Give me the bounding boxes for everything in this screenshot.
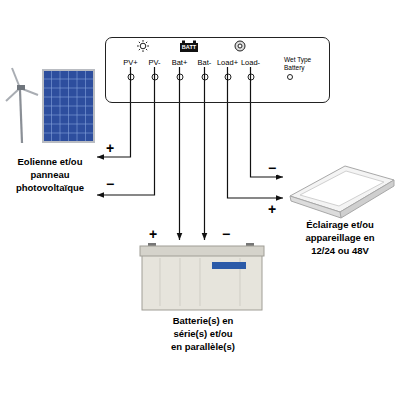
- sun-icon: [139, 49, 140, 50]
- terminal-label-text: Bat+: [171, 58, 189, 67]
- terminal-label: Bat+: [171, 58, 189, 67]
- sun-icon: [137, 40, 149, 52]
- charge-controller: Wet Type Battery PV+ PV- Bat+ Bat-Load+Load-: [105, 37, 330, 103]
- lamp-picture: [290, 166, 394, 218]
- solar-panel: [44, 124, 93, 125]
- load-text: Éclairage et/ou appareillage en 12/24 ou…: [300, 218, 380, 257]
- battery-bank: Batterie(s) en série(s) et/ou en parallè…: [138, 240, 268, 357]
- terminal-screw: [128, 74, 293, 80]
- solar-panel: [43, 70, 94, 142]
- wind-turbine: [6, 68, 38, 143]
- battery-picture: [140, 243, 264, 310]
- terminal-label-text: PV-: [147, 58, 161, 67]
- solar-panel: [44, 133, 93, 134]
- power-source: Eolienne et/ou panneau photovoltaïque: [3, 66, 97, 198]
- sun-icon: [137, 46, 139, 47]
- polarity-sign: +: [105, 141, 115, 155]
- sun-icon: [139, 42, 140, 43]
- terminal-label-text: Load-: [240, 58, 261, 67]
- terminal-label-text: Bat-: [197, 58, 213, 67]
- terminal-screw: [288, 75, 293, 80]
- load: Éclairage et/ou appareillage en 12/24 ou…: [283, 158, 397, 261]
- lamp-picture: [300, 171, 384, 206]
- lamp-picture: [340, 180, 394, 218]
- sun-icon: [147, 46, 149, 47]
- sun-icon: [143, 40, 144, 42]
- sun-icon: [146, 49, 147, 50]
- solar-panel: [44, 79, 93, 80]
- polarity-sign: −: [221, 227, 231, 241]
- solar-panel: [44, 106, 93, 107]
- bulb-icon: [235, 41, 245, 51]
- terminal-label: Bat-: [197, 58, 213, 67]
- charge-controller-text: Wet Type Battery: [284, 56, 320, 71]
- battery-picture: [160, 258, 161, 306]
- terminal-label: Load-: [240, 58, 261, 67]
- terminal-label: Load+: [216, 58, 239, 67]
- lamp-picture: [290, 196, 341, 218]
- solar-panel: [44, 88, 93, 89]
- polarity-sign: −: [105, 177, 115, 191]
- power-source-text: Eolienne et/ou panneau photovoltaïque: [12, 155, 88, 194]
- terminal-label: PV+: [122, 58, 138, 67]
- wire: [204, 67, 205, 240]
- wind-turbine: [20, 90, 22, 143]
- bulb-icon: [238, 44, 242, 48]
- sun-icon: [143, 50, 144, 52]
- wire: [97, 67, 130, 157]
- polarity-sign: +: [148, 227, 158, 241]
- bulb-icon: [235, 41, 245, 51]
- solar-panel: [44, 97, 93, 98]
- battery-picture: [212, 262, 246, 269]
- battery-picture: [140, 246, 264, 256]
- polarity-sign: +: [267, 202, 277, 216]
- solar-panel: [44, 71, 93, 141]
- battery-picture: [142, 254, 262, 310]
- wire: [251, 67, 284, 177]
- solar-panel: [44, 115, 93, 116]
- battery-picture: [200, 258, 201, 306]
- sun-icon: [146, 42, 147, 43]
- battery-bank-text: Batterie(s) en série(s) et/ou en parallè…: [167, 314, 239, 353]
- terminal-label-text: Load+: [216, 58, 239, 67]
- terminal-label-text: PV+: [122, 58, 138, 67]
- solar-panel: [43, 70, 94, 142]
- wire: [227, 67, 283, 198]
- wire: [179, 67, 180, 240]
- icon-label: BATT: [180, 43, 198, 52]
- sun-icon: [140, 43, 146, 49]
- polarity-sign: −: [267, 161, 277, 175]
- battery-picture: [180, 258, 181, 306]
- wind-turbine: [17, 85, 25, 90]
- terminal-label: PV-: [147, 58, 161, 67]
